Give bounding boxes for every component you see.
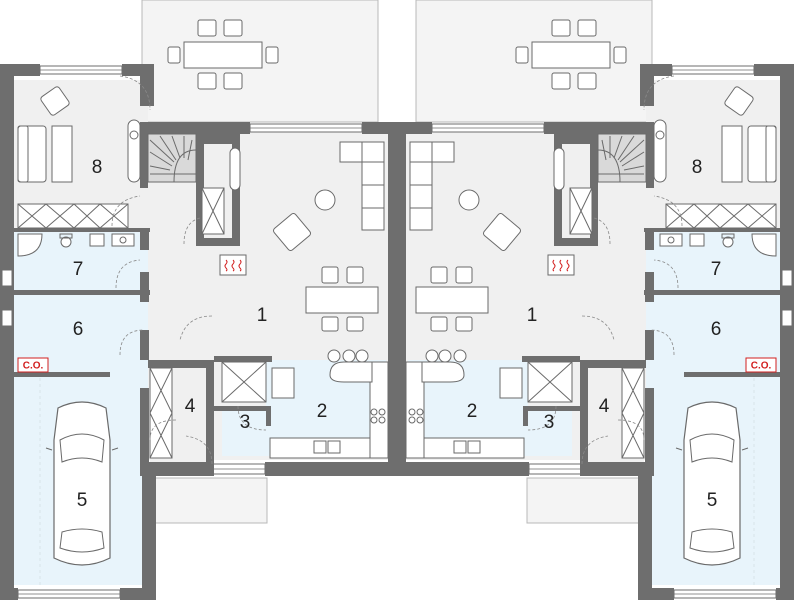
room-label-1: 1 [527, 305, 538, 326]
room-label-8: 8 [92, 157, 103, 178]
boiler-label: C.O. [23, 361, 44, 372]
room-label-5: 5 [707, 490, 718, 511]
room-label-5: 5 [77, 490, 88, 511]
unit-right [393, 0, 794, 600]
room-label-2: 2 [467, 401, 478, 422]
room-label-6: 6 [711, 319, 722, 340]
room-label-7: 7 [73, 259, 84, 280]
room-label-4: 4 [185, 396, 196, 417]
room-label-8: 8 [692, 157, 703, 178]
room-label-4: 4 [599, 396, 610, 417]
room-label-3: 3 [544, 412, 555, 433]
room-label-1: 1 [257, 305, 268, 326]
unit-left [0, 0, 401, 600]
room-label-6: 6 [73, 319, 84, 340]
room-label-3: 3 [240, 412, 251, 433]
room-label-2: 2 [317, 401, 328, 422]
boiler-label: C.O. [751, 361, 772, 372]
room-label-7: 7 [711, 259, 722, 280]
